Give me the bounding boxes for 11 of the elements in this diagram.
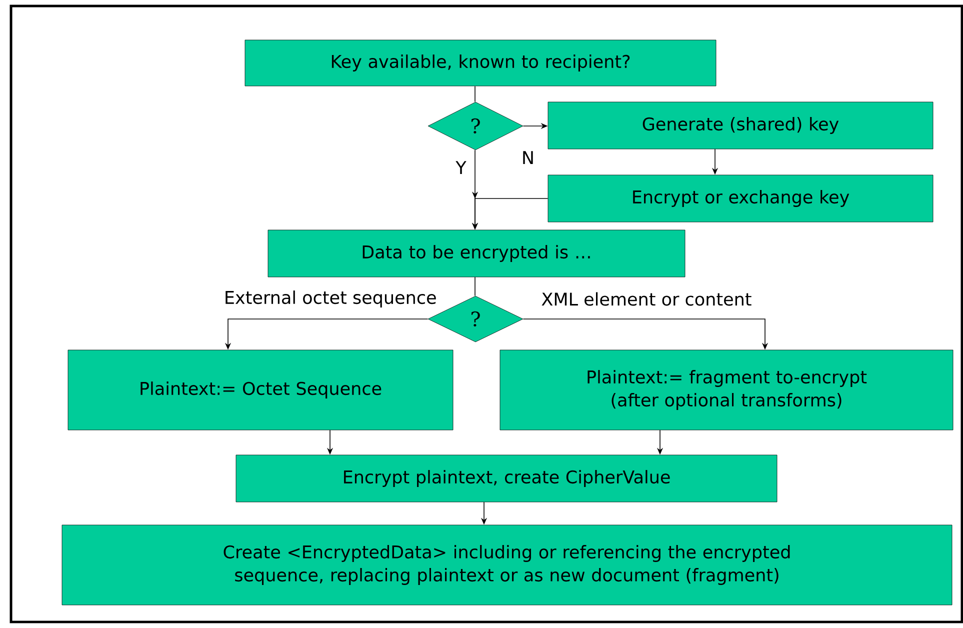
edge-label: XML element or content bbox=[542, 292, 752, 306]
edge-label: Y bbox=[456, 161, 466, 174]
process-box: Plaintext:= Octet Sequence bbox=[68, 350, 454, 430]
process-box: Data to be encrypted is … bbox=[268, 230, 686, 278]
process-box: Encrypt plaintext, create CipherValue bbox=[236, 454, 778, 502]
edge-label: N bbox=[523, 151, 533, 164]
process-box: Create <EncryptedData> including or referencing the encrypted sequence, replacing plaintext or as new document (fragment) bbox=[62, 524, 952, 606]
process-box: Key available, known to recipient? bbox=[244, 40, 716, 86]
process-box: Plaintext:= fragment to-encrypt (after optional transforms) bbox=[500, 350, 954, 430]
process-box: Generate (shared) key bbox=[548, 102, 934, 150]
process-box: Encrypt or exchange key bbox=[548, 174, 934, 222]
